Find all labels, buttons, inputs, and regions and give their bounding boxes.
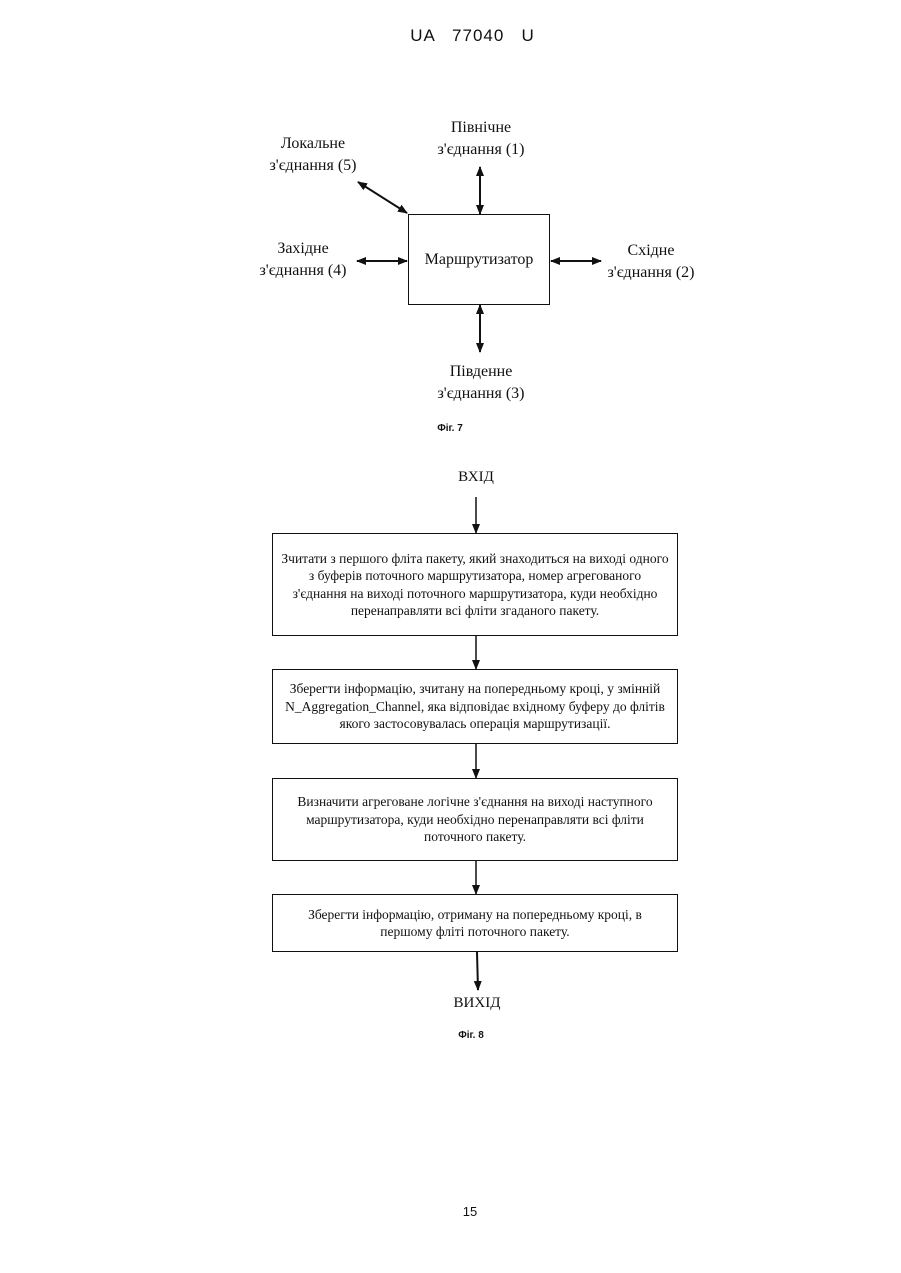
south-connection-line1: Південне	[420, 361, 542, 383]
north-connection-label: Північне з'єднання (1)	[420, 117, 542, 161]
east-connection-line1: Східне	[591, 240, 711, 262]
flowchart-step-4: Зберегти інформацію, отриману на поперед…	[272, 894, 678, 952]
flowchart-step-1-text: Зчитати з першого фліта пакету, який зна…	[281, 550, 669, 620]
local-connection-label: Локальне з'єднання (5)	[253, 133, 373, 177]
east-connection-line2: з'єднання (2)	[591, 262, 711, 284]
flowchart-input-label: ВХІД	[436, 469, 516, 486]
local-connection-line2: з'єднання (5)	[253, 155, 373, 177]
flowchart-output-label: ВИХІД	[437, 995, 517, 1012]
figure-8-caption: Фіг. 8	[441, 1030, 501, 1041]
local-connection-line1: Локальне	[253, 133, 373, 155]
flowchart-step-3-text: Визначити агреговане логічне з'єднання н…	[281, 793, 669, 846]
south-connection-line2: з'єднання (3)	[420, 383, 542, 405]
north-connection-line1: Північне	[420, 117, 542, 139]
figure-7-caption: Фіг. 7	[420, 423, 480, 434]
local-connection-arrow	[358, 182, 407, 213]
page-number: 15	[440, 1204, 500, 1219]
flowchart-step-2-text: Зберегти інформацію, зчитану на попередн…	[281, 680, 669, 733]
west-connection-label: Західне з'єднання (4)	[243, 238, 363, 282]
south-connection-label: Південне з'єднання (3)	[420, 361, 542, 405]
flow-arrow-output	[477, 952, 478, 990]
flowchart-step-1: Зчитати з першого фліта пакету, який зна…	[272, 533, 678, 636]
flowchart-step-2: Зберегти інформацію, зчитану на попередн…	[272, 669, 678, 744]
router-box: Маршрутизатор	[408, 214, 550, 305]
flowchart-step-3: Визначити агреговане логічне з'єднання н…	[272, 778, 678, 861]
east-connection-label: Східне з'єднання (2)	[591, 240, 711, 284]
router-label: Маршрутизатор	[425, 251, 534, 269]
west-connection-line2: з'єднання (4)	[243, 260, 363, 282]
west-connection-line1: Західне	[243, 238, 363, 260]
north-connection-line2: з'єднання (1)	[420, 139, 542, 161]
flowchart-step-4-text: Зберегти інформацію, отриману на поперед…	[281, 906, 669, 941]
